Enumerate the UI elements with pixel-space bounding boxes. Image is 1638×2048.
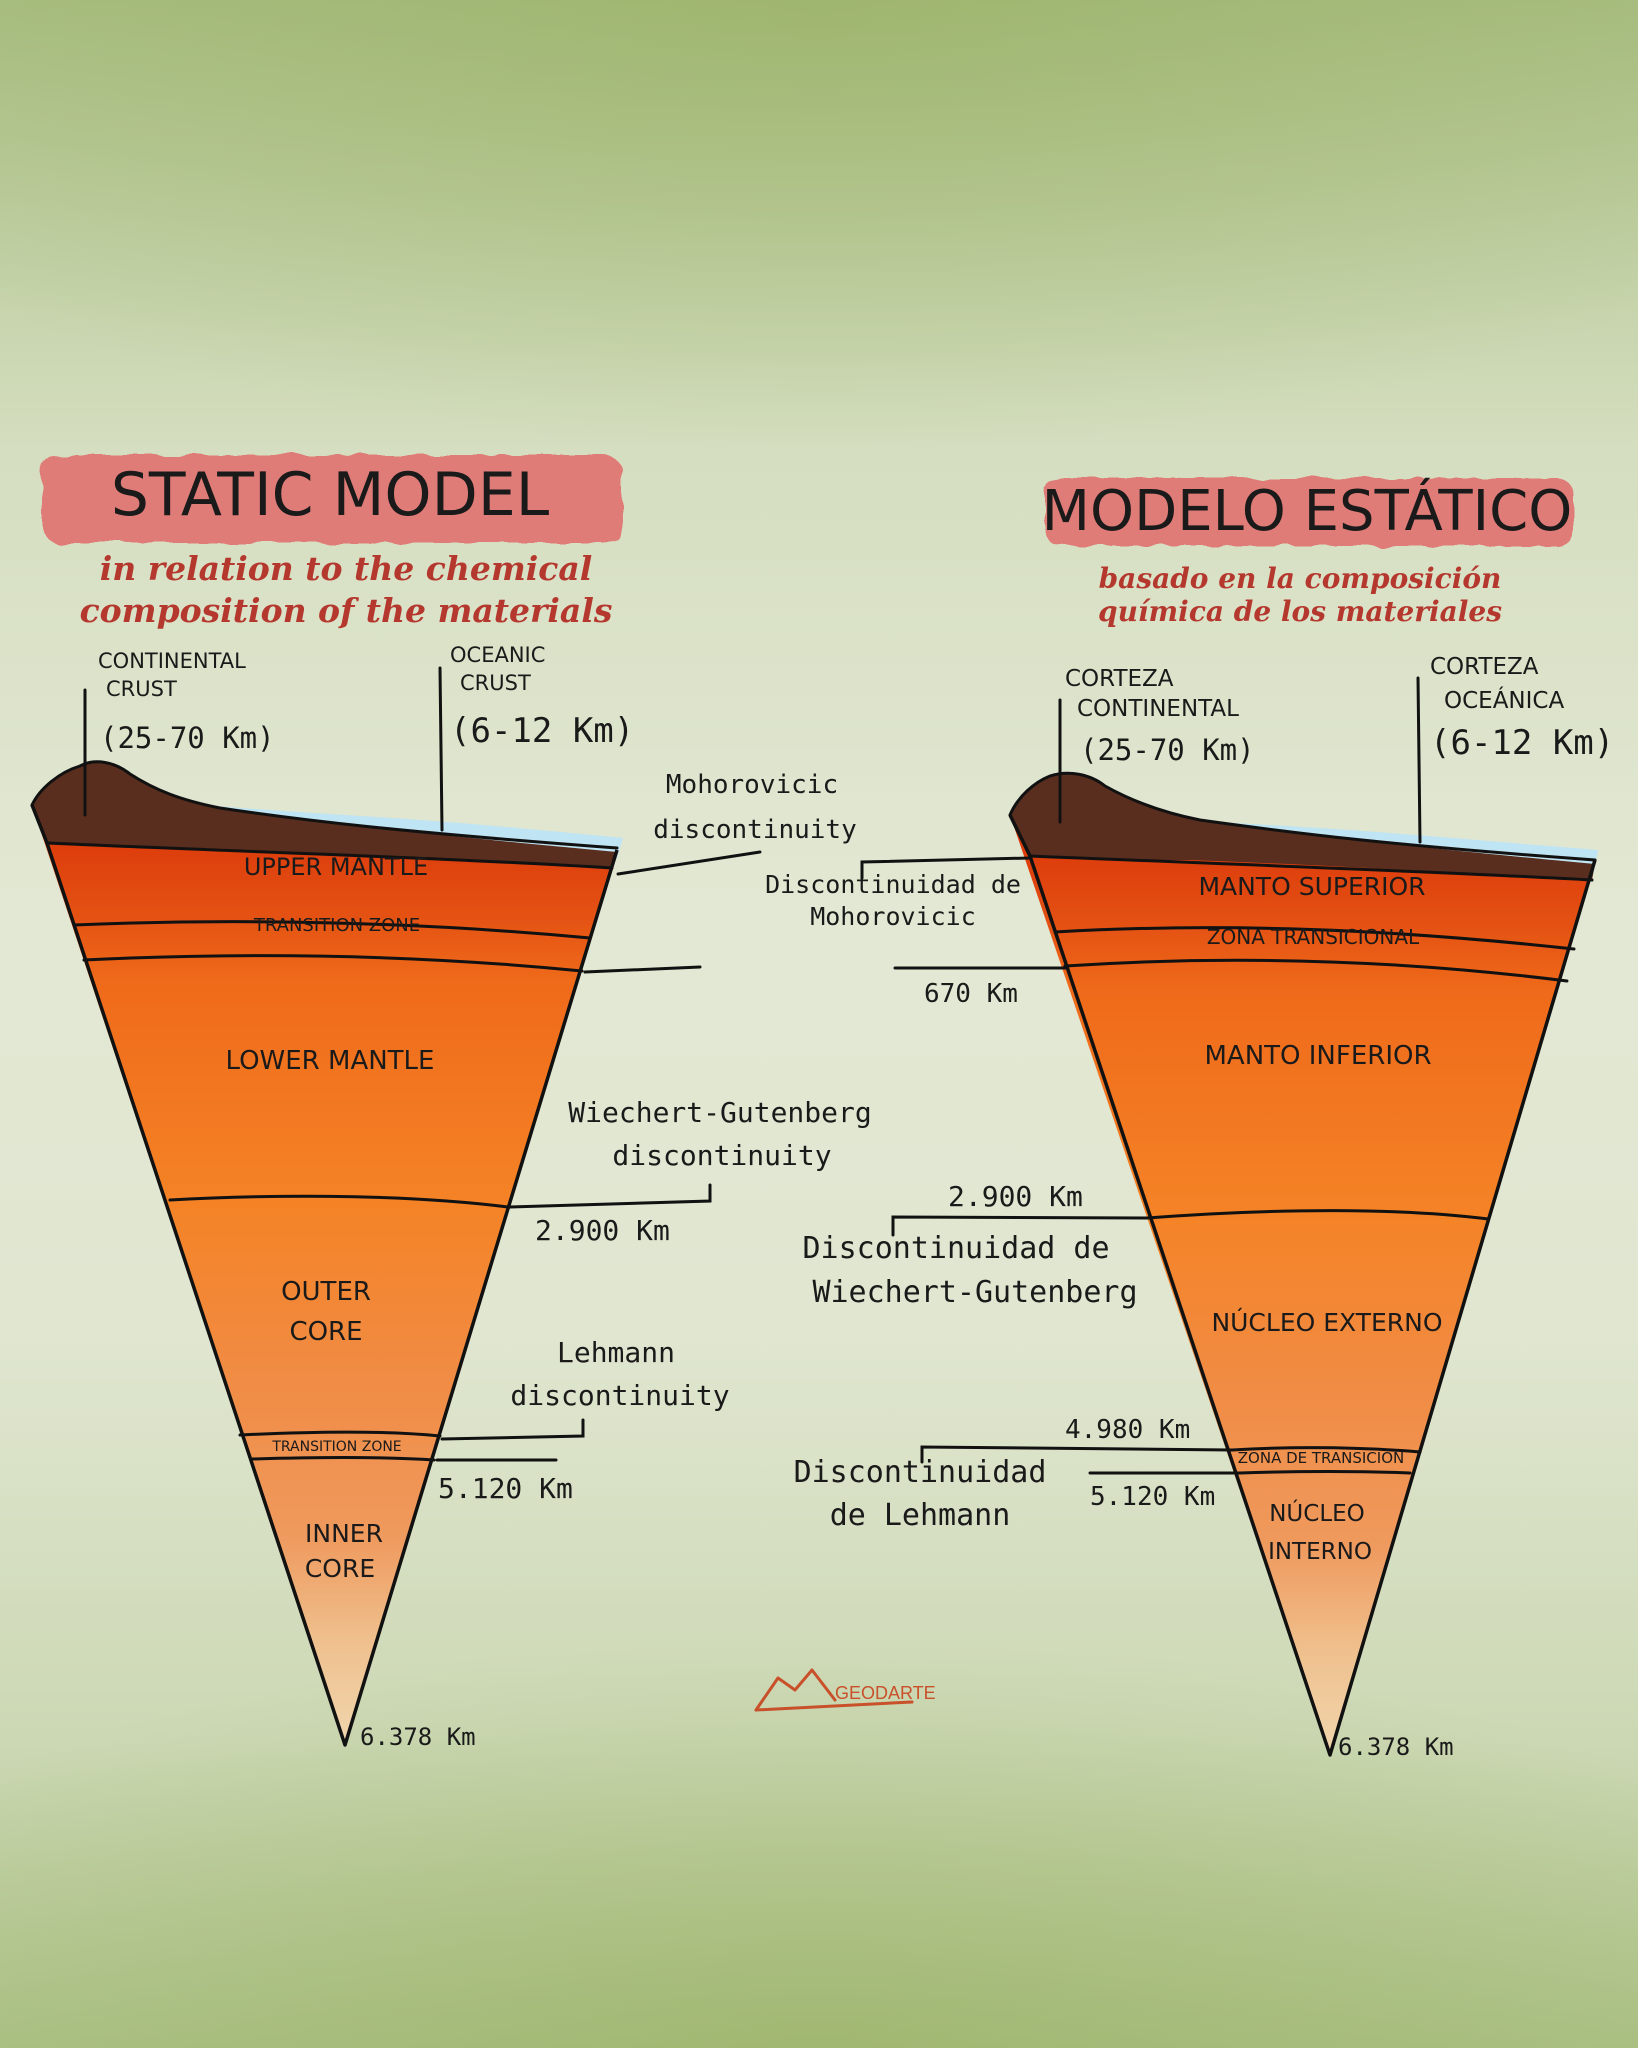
left-continental-crust [32,761,617,868]
right-transition-top [1053,926,1576,951]
left-cone-outline [30,804,619,1747]
left-center-depth: 6.378 Km [360,1723,476,1751]
left-lehmann-boundary [250,1456,436,1462]
left-inner-core-label-1: INNER [305,1519,383,1548]
right-4980-depth: 4.980 Km [1065,1415,1190,1445]
right-static-model: MODELO ESTÁTICO basado en la composición… [765,478,1614,1761]
left-outer-core-label-2: CORE [289,1317,362,1347]
right-4980-pointer [920,1445,1234,1464]
right-title: MODELO ESTÁTICO [1042,479,1573,544]
right-wg-depth: 2.900 Km [948,1180,1083,1213]
left-continental-crust-label-1: CONTINENTAL [98,649,246,673]
left-crust-outline [30,760,619,850]
right-wg-label-2: Wiechert-Gutenberg [812,1275,1137,1310]
left-oceanic-crust-range: (6-12 Km) [450,711,634,751]
left-moho-pointer [616,850,762,876]
left-title: STATIC MODEL [111,460,550,530]
right-outer-core-label: NÚCLEO EXTERNO [1211,1307,1442,1337]
right-lower-mantle-label: MANTO INFERIOR [1204,1041,1431,1071]
right-moho-boundary [1028,854,1594,882]
right-moho-pointer [860,856,1032,880]
left-core-transition-top [238,1430,442,1438]
right-transition-zone-label: ZONA TRANSICIONAL [1207,925,1420,949]
left-oceanic-crust-pointer [438,666,444,832]
right-moho-label-1: Discontinuidad de [765,870,1021,899]
right-center-depth: 6.378 Km [1338,1733,1454,1761]
right-670-depth: 670 Km [924,979,1018,1009]
right-cone-outline [1008,814,1597,1757]
left-moho-boundary [45,841,614,870]
right-continental-crust-label-1: CORTEZA [1065,666,1174,692]
right-core-transition-label: ZONA DE TRANSICIÓN [1238,1448,1404,1467]
left-cone-fill [32,805,617,1745]
right-moho-label-2: Mohorovicic [810,902,976,931]
right-lehmann-depth: 5.120 Km [1090,1482,1215,1512]
left-lehmann-depth: 5.120 Km [438,1472,573,1505]
right-lehmann-label-1: Discontinuidad [794,1455,1047,1490]
left-lehmann-pointer [440,1418,585,1441]
right-continental-crust-label-2: CONTINENTAL [1077,696,1239,722]
left-wg-label-2: discontinuity [612,1139,831,1172]
left-wg-label-1: Wiechert-Gutenberg [568,1096,871,1129]
right-continental-crust-range: (25-70 Km) [1080,733,1255,767]
right-subtitle-line2: química de los materiales [1098,595,1502,628]
left-upper-mantle-label: UPPER MANTLE [244,853,428,881]
right-wg-pointer [891,1215,1149,1237]
left-moho-label-1: Mohorovicic [666,770,838,800]
left-transition-top [72,920,592,940]
right-subtitle-line1: basado en la composición [1099,562,1502,595]
right-wg-label-1: Discontinuidad de [802,1231,1109,1266]
left-lower-mantle-label: LOWER MANTLE [226,1046,435,1076]
left-subtitle-line1: in relation to the chemical [100,549,593,588]
right-title-banner [1045,478,1573,546]
left-continental-crust-label-2: CRUST [106,677,177,701]
mountain-icon [754,1668,914,1712]
right-lehmann-boundary [1238,1470,1412,1475]
right-lehmann-label-2: de Lehmann [830,1498,1011,1533]
right-670-boundary [1063,958,1569,983]
left-lehmann-label-2: discontinuity [510,1379,729,1412]
left-lehmann-label-1: Lehmann [557,1336,675,1369]
right-cone-fill [1010,815,1595,1755]
left-moho-label-2: discontinuity [653,815,857,845]
left-inner-core-label-2: CORE [305,1554,375,1583]
right-oceanic-crust-pointer [1416,676,1422,844]
left-wg-pointer [508,1183,712,1209]
left-wg-depth: 2.900 Km [535,1214,670,1247]
left-transition-zone-label: TRANSITION ZONE [253,915,420,936]
right-wg-boundary [1145,1209,1490,1221]
left-static-model: STATIC MODEL in relation to the chemical… [30,455,872,1751]
geodarte-logo: GEODARTE [754,1668,936,1712]
left-continental-crust-range: (25-70 Km) [100,721,275,755]
left-core-transition-label: TRANSITION ZONE [271,1439,401,1455]
left-oceanic-crust-label-2: CRUST [460,671,531,695]
right-oceanic-crust-range: (6-12 Km) [1430,723,1614,763]
right-oceanic-crust-label-1: CORTEZA [1430,654,1539,680]
right-upper-mantle-label: MANTO SUPERIOR [1198,872,1425,901]
logo-text: GEODARTE [835,1683,936,1703]
left-oceanic-crust-label-1: OCEANIC [450,643,545,667]
left-wg-boundary [168,1194,510,1209]
right-continental-crust [1010,773,1595,880]
right-crust-outline [1008,771,1597,862]
right-oceanic-crust-label-2: OCEÁNICA [1444,686,1564,714]
left-title-banner [42,455,622,543]
left-670-pointer [583,965,702,974]
right-inner-core-label-1: NÚCLEO [1269,1499,1365,1527]
left-outer-core-label-1: OUTER [281,1277,371,1307]
right-inner-core-label-2: INTERNO [1268,1539,1372,1565]
left-subtitle-line2: composition of the materials [80,591,613,630]
left-670-boundary [82,954,584,973]
right-core-transition-top [1230,1446,1422,1454]
